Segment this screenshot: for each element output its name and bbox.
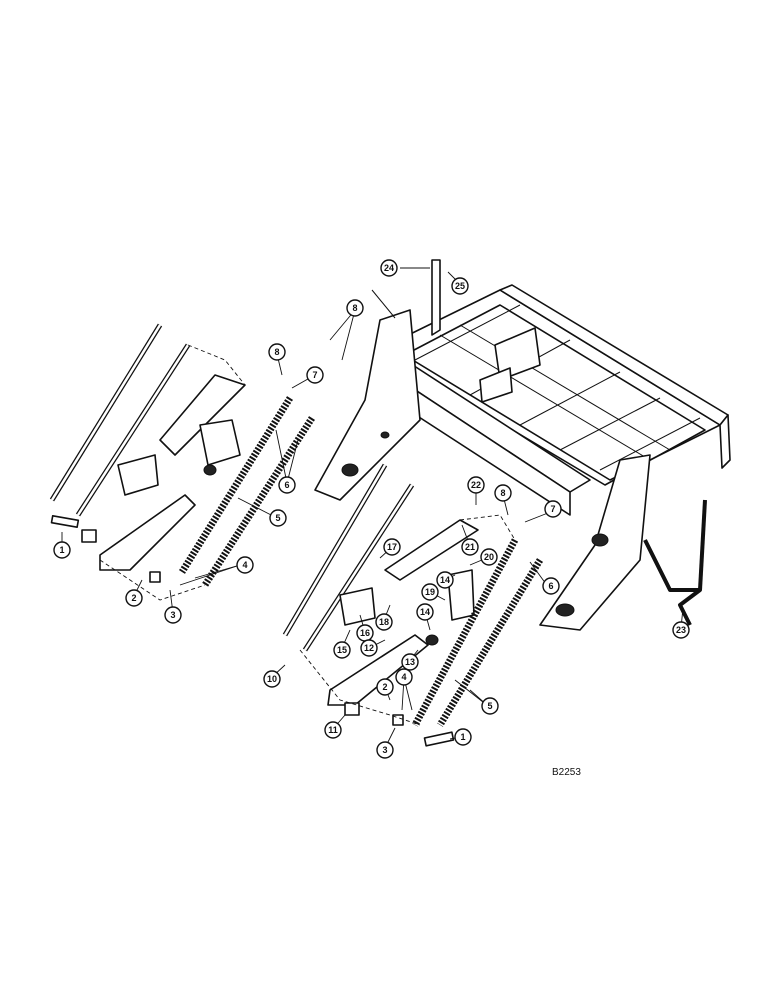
callout-1-left: 1 xyxy=(53,541,71,559)
callout-6-left: 6 xyxy=(278,476,296,494)
callout-5-right: 5 xyxy=(481,697,499,715)
svg-text:7: 7 xyxy=(312,370,317,380)
callout-1-right: 1 xyxy=(454,728,472,746)
callout-11: 11 xyxy=(324,721,342,739)
svg-text:8: 8 xyxy=(500,488,505,498)
svg-text:20: 20 xyxy=(484,552,494,562)
callout-8-left: 8 xyxy=(268,343,286,361)
callout-22: 22 xyxy=(467,476,485,494)
svg-text:3: 3 xyxy=(170,610,175,620)
callout-5-left: 5 xyxy=(269,509,287,527)
callout-3-right: 3 xyxy=(376,741,394,759)
svg-text:6: 6 xyxy=(548,581,553,591)
callout-15: 15 xyxy=(333,641,351,659)
callout-13: 13 xyxy=(401,653,419,671)
callout-4-right: 4 xyxy=(395,668,413,686)
svg-text:23: 23 xyxy=(676,625,686,635)
svg-text:5: 5 xyxy=(275,513,280,523)
callout-7-right: 7 xyxy=(544,500,562,518)
callout-18: 18 xyxy=(375,613,393,631)
callout-8-right: 8 xyxy=(494,484,512,502)
callout-19: 19 xyxy=(421,583,439,601)
svg-text:8: 8 xyxy=(352,303,357,313)
svg-text:5: 5 xyxy=(487,701,492,711)
svg-text:1: 1 xyxy=(59,545,64,555)
callout-4-left: 4 xyxy=(236,556,254,574)
callout-17: 17 xyxy=(383,538,401,556)
svg-text:19: 19 xyxy=(425,587,435,597)
left-arm-assembly xyxy=(49,323,315,601)
main-frame xyxy=(314,259,731,631)
svg-text:2: 2 xyxy=(382,682,387,692)
svg-text:8: 8 xyxy=(274,347,279,357)
callout-24: 24 xyxy=(380,259,398,277)
callout-8-top: 8 xyxy=(346,299,364,317)
callout-7-left: 7 xyxy=(306,366,324,384)
callout-12: 12 xyxy=(360,639,378,657)
svg-text:16: 16 xyxy=(360,628,370,638)
svg-text:18: 18 xyxy=(379,617,389,627)
svg-text:14: 14 xyxy=(440,575,450,585)
svg-text:12: 12 xyxy=(364,643,374,653)
svg-text:14: 14 xyxy=(420,607,430,617)
svg-text:24: 24 xyxy=(384,263,394,273)
svg-text:22: 22 xyxy=(471,480,481,490)
callout-14-upper: 14 xyxy=(436,571,454,589)
callout-6-right: 6 xyxy=(542,577,560,595)
svg-text:13: 13 xyxy=(405,657,415,667)
right-arm-assembly xyxy=(282,463,707,747)
callout-16: 16 xyxy=(356,624,374,642)
svg-text:1: 1 xyxy=(460,732,465,742)
svg-text:15: 15 xyxy=(337,645,347,655)
callout-25: 25 xyxy=(451,277,469,295)
svg-text:3: 3 xyxy=(382,745,387,755)
callout-2-right: 2 xyxy=(376,678,394,696)
svg-text:21: 21 xyxy=(465,542,475,552)
svg-text:6: 6 xyxy=(284,480,289,490)
svg-text:10: 10 xyxy=(267,674,277,684)
svg-text:25: 25 xyxy=(455,281,465,291)
callout-20: 20 xyxy=(480,548,498,566)
callout-2-left: 2 xyxy=(125,589,143,607)
svg-text:7: 7 xyxy=(550,504,555,514)
svg-text:2: 2 xyxy=(131,593,136,603)
svg-text:11: 11 xyxy=(328,725,338,735)
callout-14-lower: 14 xyxy=(416,603,434,621)
callout-3-left: 3 xyxy=(164,606,182,624)
svg-text:4: 4 xyxy=(242,560,247,570)
svg-text:4: 4 xyxy=(401,672,406,682)
callout-23: 23 xyxy=(672,621,690,639)
figure-reference: B2253 xyxy=(552,767,581,778)
callout-21: 21 xyxy=(461,538,479,556)
svg-text:17: 17 xyxy=(387,542,397,552)
callout-10: 10 xyxy=(263,670,281,688)
